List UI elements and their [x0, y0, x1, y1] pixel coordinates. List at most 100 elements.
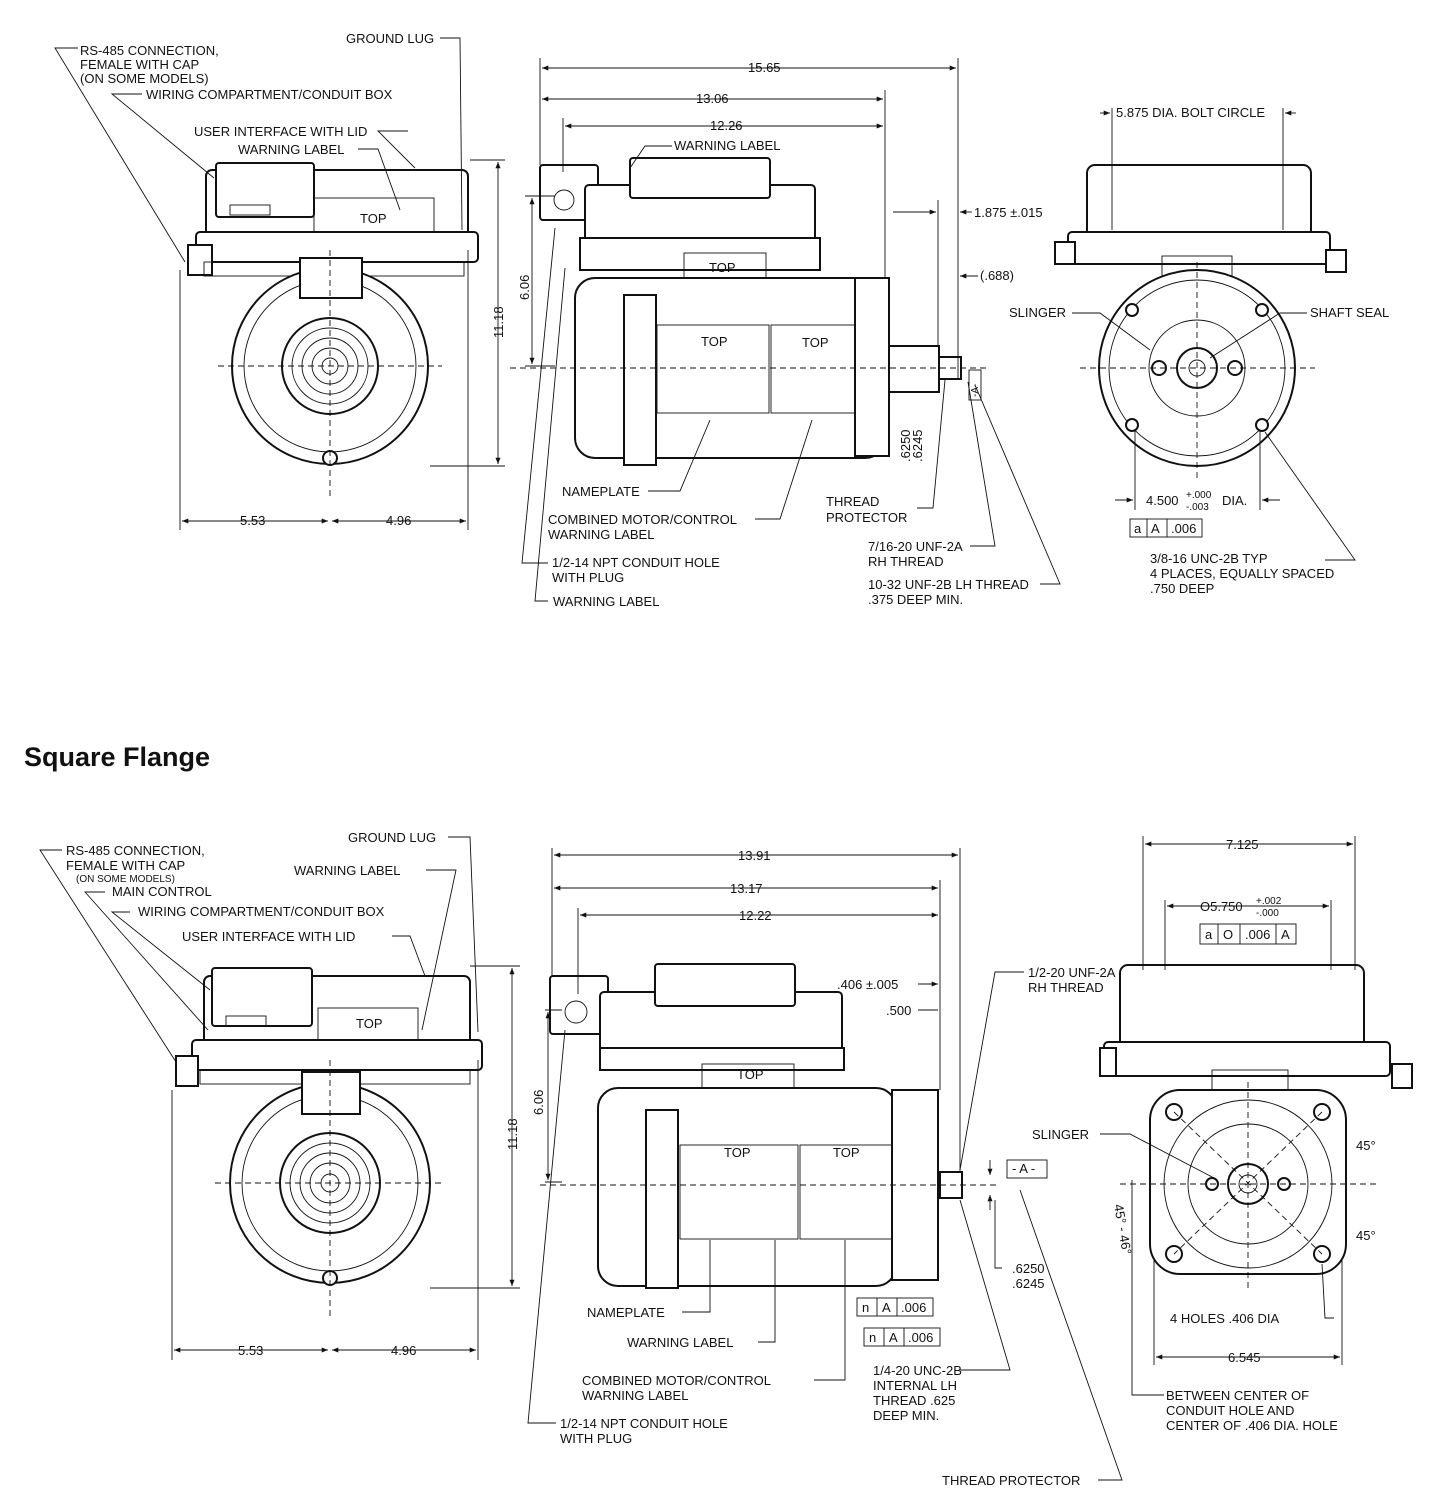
sq-label-lh-3: THREAD .625 [873, 1393, 955, 1408]
square-side-labels: 13.91 13.17 12.22 .406 ±.005 .500 1/2-20… [531, 848, 1116, 1488]
datum-a-box [968, 369, 982, 401]
dim-side-height: 6.06 [517, 275, 532, 300]
label-ground-lug: GROUND LUG [346, 31, 434, 46]
dim-shaft-dia-max: .6250 [898, 429, 913, 462]
label-conduit-2: WITH PLUG [552, 570, 624, 585]
round-front-labels: GROUND LUG RS-485 CONNECTION, FEMALE WIT… [80, 31, 506, 528]
sq-end-tol-datum: A [1281, 927, 1290, 942]
sq-label-thread-protector: THREAD PROTECTOR [942, 1473, 1080, 1488]
rs485-connector [187, 244, 213, 276]
sq-dim-shoulder: .406 ±.005 [837, 977, 898, 992]
tolerance-frame [1129, 518, 1203, 538]
label-datum-a: -A- [970, 384, 981, 397]
sq-label-combined-2: WARNING LABEL [582, 1388, 688, 1403]
sq-label-between-2: CONDUIT HOLE AND [1166, 1403, 1294, 1418]
sq-label-angle-range: 45° - 46° [1111, 1203, 1135, 1256]
sq-tol2-n: n [869, 1330, 876, 1345]
label-top-c: TOP [802, 335, 829, 350]
sq-dim-overall: 13.91 [738, 848, 771, 863]
round-end-view [1054, 108, 1356, 561]
sq-motor-body [597, 1087, 897, 1287]
sq-dim-side-height: 6.06 [531, 1090, 546, 1115]
label-warning-top: WARNING LABEL [674, 138, 780, 153]
label-thread-protector-2: PROTECTOR [826, 510, 907, 525]
round-side-view [510, 58, 1061, 602]
label-lh-thread-1: 10-32 UNF-2B LH THREAD [868, 577, 1029, 592]
sq-label-pilot: O5.750 [1200, 899, 1243, 914]
dim-shaft-extension: 1.875 ±.015 [974, 205, 1043, 220]
sq-label-angle-b: 45° [1356, 1228, 1376, 1243]
sq-label-pilot-tol-minus: -.000 [1256, 908, 1279, 919]
label-pilot-tol-plus: +.000 [1186, 490, 1212, 501]
sq-tol2-value: .006 [908, 1330, 933, 1345]
label-rs485-2: FEMALE WITH CAP [80, 57, 199, 72]
round-side-labels: 15.65 13.06 12.26 WARNING LABEL 1.875 ±.… [517, 60, 1043, 609]
label-conduit-1: 1/2-14 NPT CONDUIT HOLE [552, 555, 720, 570]
sq-label-lh-4: DEEP MIN. [873, 1408, 939, 1423]
sq-label-wiring: WIRING COMPARTMENT/CONDUIT BOX [138, 904, 385, 919]
sq-label-rh-thread-2: RH THREAD [1028, 980, 1104, 995]
label-nameplate: NAMEPLATE [562, 484, 640, 499]
sq-label-top-a: TOP [737, 1067, 764, 1082]
sq-label-between-1: BETWEEN CENTER OF [1166, 1388, 1309, 1403]
sq-label-nameplate: NAMEPLATE [587, 1305, 665, 1320]
sq-tol2-datum: A [889, 1330, 898, 1345]
sq-end-tolerance-frame [1199, 923, 1297, 945]
sq-label-top: TOP [356, 1016, 383, 1031]
label-user-interface: USER INTERFACE WITH LID [194, 124, 367, 139]
label-pilot-tol-minus: -.003 [1186, 502, 1209, 513]
sq-label-conduit-1: 1/2-14 NPT CONDUIT HOLE [560, 1416, 728, 1431]
sq-tol1-value: .006 [901, 1300, 926, 1315]
sq-user-interface-lid [211, 967, 313, 1027]
label-warning-bottom: WARNING LABEL [553, 594, 659, 609]
label-rh-thread-1: 7/16-20 UNF-2A [868, 539, 963, 554]
sq-label-top-c: TOP [833, 1145, 860, 1160]
dim-left-width: 5.53 [240, 513, 265, 528]
sq-dim-end-width: 7.125 [1226, 837, 1259, 852]
label-tap-3: .750 DEEP [1150, 581, 1214, 596]
sq-label-combined-1: COMBINED MOTOR/CONTROL [582, 1373, 771, 1388]
sq-label-datum-a: - A - [1012, 1161, 1035, 1176]
dim-shaft-dia-min: .6245 [910, 429, 925, 462]
label-tap-2: 4 PLACES, EQUALLY SPACED [1150, 566, 1334, 581]
sq-label-pilot-tol-plus: +.002 [1256, 896, 1282, 907]
sq-label-user-interface: USER INTERFACE WITH LID [182, 929, 355, 944]
dim-height: 11.18 [491, 306, 506, 338]
label-shaft-seal: SHAFT SEAL [1310, 305, 1389, 320]
label-pilot-suffix: DIA. [1222, 493, 1247, 508]
sq-dim-shaft-dia-min: .6245 [1012, 1276, 1045, 1291]
sq-label-rs485-3: (ON SOME MODELS) [76, 874, 175, 885]
label-tap-1: 3/8-16 UNC-2B TYP [1150, 551, 1268, 566]
label-combined-1: COMBINED MOTOR/CONTROL [548, 512, 737, 527]
sq-end-tol-a: a [1205, 927, 1213, 942]
sq-dim-bolt-span: 6.545 [1228, 1350, 1261, 1365]
sq-tol1-datum: A [882, 1300, 891, 1315]
dim-mid: 13.06 [696, 91, 729, 106]
label-lh-thread-2: .375 DEEP MIN. [868, 592, 963, 607]
sq-dim-right-width: 4.96 [391, 1343, 416, 1358]
sq-label-conduit-2: WITH PLUG [560, 1431, 632, 1446]
sq-label-main-control: MAIN CONTROL [112, 884, 212, 899]
label-top-b: TOP [701, 334, 728, 349]
round-front-view [54, 37, 505, 530]
sq-label-rs485-1: RS-485 CONNECTION, [66, 843, 205, 858]
label-rs485-1: RS-485 CONNECTION, [80, 43, 219, 58]
tol-a: a [1134, 521, 1142, 536]
label-pilot-dia: 4.500 [1146, 493, 1179, 508]
label-combined-2: WARNING LABEL [548, 527, 654, 542]
square-front-view [39, 836, 520, 1360]
tol-datum: A [1151, 521, 1160, 536]
label-rs485-3: (ON SOME MODELS) [80, 71, 209, 86]
user-interface-lid [215, 162, 315, 218]
sq-label-rh-thread-1: 1/2-20 UNF-2A [1028, 965, 1116, 980]
sq-label-holes: 4 HOLES .406 DIA [1170, 1311, 1279, 1326]
round-end-labels: 5.875 DIA. BOLT CIRCLE SLINGER SHAFT SEA… [1009, 105, 1389, 596]
label-top: TOP [360, 211, 387, 226]
label-slinger: SLINGER [1009, 305, 1066, 320]
sq-label-ground-lug: GROUND LUG [348, 830, 436, 845]
shaft [888, 345, 940, 393]
label-top-a: TOP [709, 260, 736, 275]
square-side-view [527, 848, 1123, 1481]
sq-tol1-n: n [862, 1300, 869, 1315]
